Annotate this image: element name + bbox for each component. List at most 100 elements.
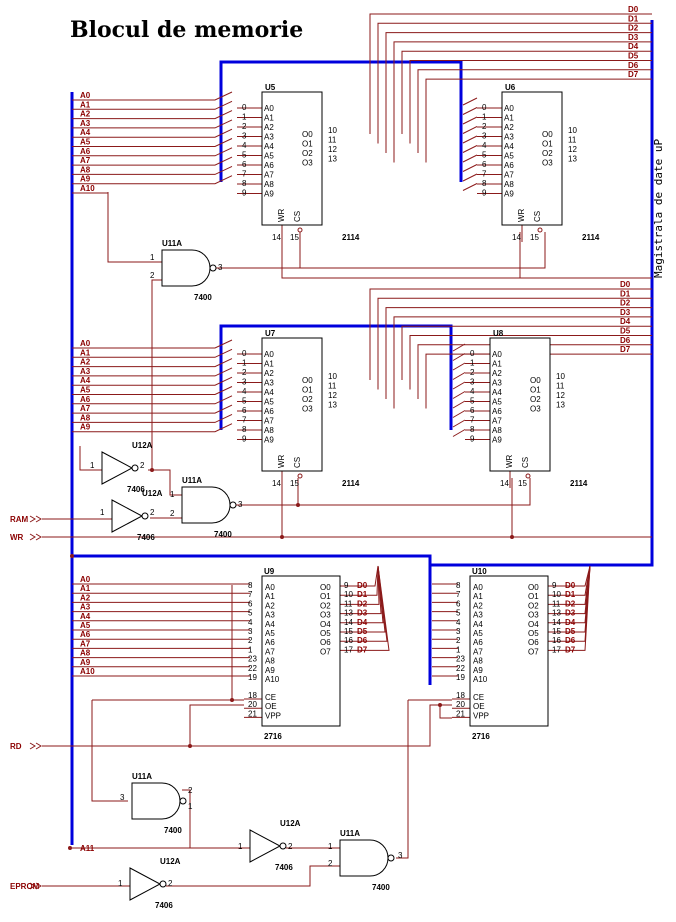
data-bus-label: Magistrala de date uP	[652, 139, 665, 278]
gate-pin-number: 2	[188, 786, 193, 795]
addr-group-2-label-a7: A7	[80, 404, 91, 413]
addr-group-1-label-a2: A2	[80, 110, 91, 119]
addr-group-1-label-a9: A9	[80, 175, 91, 184]
chip-u5-pinnum-14: 14	[272, 233, 281, 242]
tap-wire	[462, 135, 478, 144]
chip-u5-pin-a1: A1	[264, 114, 274, 123]
gate-pin-number: 2	[140, 461, 145, 470]
chip-u9-pin-a0: A0	[265, 583, 275, 592]
chip-u5-pin-o2: O2	[302, 149, 313, 158]
chip-u8-pinnum-5: 5	[470, 397, 475, 406]
tap-wire	[462, 107, 478, 115]
nand-gate-2-body	[181, 486, 231, 524]
addr-group-1-wire	[72, 156, 233, 166]
chip-u7-pin-a7: A7	[264, 417, 274, 426]
nand-gate-4-ref: U11A	[340, 829, 360, 838]
chip-u6-pin-o2: O2	[542, 149, 553, 158]
tap-wire	[462, 173, 478, 182]
ce2-wire	[396, 700, 409, 859]
chip-u7-ref: U7	[265, 329, 276, 338]
chip-u9-pinnum-11: 11	[344, 599, 353, 608]
nand-link-wire	[151, 279, 162, 470]
chip-u9-pin-o3: O3	[320, 611, 331, 620]
chip-u9-data-d5: D5	[357, 627, 368, 636]
chip-u5-pin-o1: O1	[302, 140, 313, 149]
chip-u7-pinnum-11: 11	[328, 382, 337, 391]
chip-u10-pinnum-16: 16	[552, 636, 561, 645]
chip-u6-pin-a2: A2	[504, 123, 514, 132]
data-bus-lower	[72, 554, 432, 685]
chip-u10-pinnum-4: 4	[456, 618, 461, 627]
addr-group-2-label-a6: A6	[80, 395, 91, 404]
eprom-data-wire	[340, 565, 390, 651]
chip-u8-pin-a1: A1	[492, 360, 502, 369]
chip-u7-pinnum-14: 14	[272, 479, 281, 488]
addr-group-3-label-a2: A2	[80, 593, 91, 602]
gate-pin-number: 1	[100, 508, 105, 517]
chip-u7-pin-o1: O1	[302, 386, 313, 395]
chip-u8-pin-a2: A2	[492, 369, 502, 378]
chip-u8-pin-o0: O0	[530, 376, 541, 385]
chip-u5-pin-o3: O3	[302, 159, 313, 168]
chip-u7-pinnum-4: 4	[242, 387, 247, 396]
chip-u6-pin-a4: A4	[504, 142, 514, 151]
chip-u9-pin-ce: CE	[265, 693, 276, 702]
chip-u6-body	[501, 91, 563, 226]
tap-wire	[452, 429, 466, 437]
chip-u6-pin-a8: A8	[504, 180, 514, 189]
addr-group-2-label-a9: A9	[80, 423, 91, 432]
chip-u6-pinnum-15: 15	[530, 233, 539, 242]
eprom-data-wire	[340, 565, 379, 596]
chip-u6-pinnum-0: 0	[482, 103, 487, 112]
gate-pin-number: 1	[118, 879, 123, 888]
addr-group-1-label-a8: A8	[80, 165, 91, 174]
page-title: Blocul de memorie	[70, 17, 303, 43]
chip-u10-pinnum-17: 17	[552, 645, 561, 654]
data-mid-label-d5: D5	[620, 327, 631, 336]
chip-u10-pinnum-15: 15	[552, 627, 561, 636]
addr-group-3-label-a4: A4	[80, 612, 91, 621]
chip-u5-pinnum-2: 2	[242, 122, 247, 131]
eprom-signal-arrow	[29, 882, 36, 890]
junction-dot	[188, 744, 192, 748]
chip-u9-pinnum-1: 1	[248, 645, 253, 654]
chip-u5-pinnum-7: 7	[242, 170, 247, 179]
chip-u9-part: 2716	[264, 732, 282, 741]
chip-u10-pin-o7: O7	[528, 647, 539, 656]
chip-u6-pin-a6: A6	[504, 161, 514, 170]
chip-u9-pinnum-6: 6	[248, 599, 253, 608]
chip-u8-pinnum-0: 0	[470, 349, 475, 358]
chip-u5-pin-cs: CS	[293, 211, 302, 222]
addr-group-1-wire	[72, 91, 233, 101]
chip-u7-part: 2114	[342, 479, 360, 488]
chip-u6-part: 2114	[582, 233, 600, 242]
inverter-gate-3-body	[249, 829, 282, 863]
chip-u10-pinnum-21: 21	[456, 709, 465, 718]
chip-u5-pinnum-5: 5	[242, 151, 247, 160]
addr-group-3-label-a7: A7	[80, 639, 91, 648]
chip-u8-pin-o2: O2	[530, 395, 541, 404]
chip-u10-pinnum-22: 22	[456, 664, 465, 673]
chip-u8-cs-bubble	[525, 473, 531, 479]
chip-u5-pinnum-0: 0	[242, 103, 247, 112]
rd-wire	[42, 704, 452, 747]
chip-u5-pinnum-9: 9	[242, 189, 247, 198]
chip-u5-pinnum-3: 3	[242, 132, 247, 141]
chip-u10-data-d2: D2	[565, 599, 576, 608]
data-wire-mid	[417, 344, 652, 399]
chip-u6-pinnum-13: 13	[568, 155, 577, 164]
ram-signal-arrow	[29, 515, 36, 523]
chip-u9-data-d7: D7	[357, 645, 368, 654]
chip-u9-data-d1: D1	[357, 590, 368, 599]
data-wire-mid	[425, 353, 652, 409]
chip-u9-pinnum-4: 4	[248, 618, 253, 627]
chip-u10-pin-o0: O0	[528, 583, 539, 592]
data-mid-label-d0: D0	[620, 280, 631, 289]
data-mid-label-d4: D4	[620, 317, 631, 326]
gate-pin-number: 2	[170, 509, 175, 518]
inverter-gate-3-part: 7406	[275, 863, 293, 872]
chip-u6-pin-o1: O1	[542, 140, 553, 149]
chip-u9-pinnum-9: 9	[344, 581, 349, 590]
chip-u9-pinnum-19: 19	[248, 673, 257, 682]
chip-u9-pinnum-20: 20	[248, 700, 257, 709]
